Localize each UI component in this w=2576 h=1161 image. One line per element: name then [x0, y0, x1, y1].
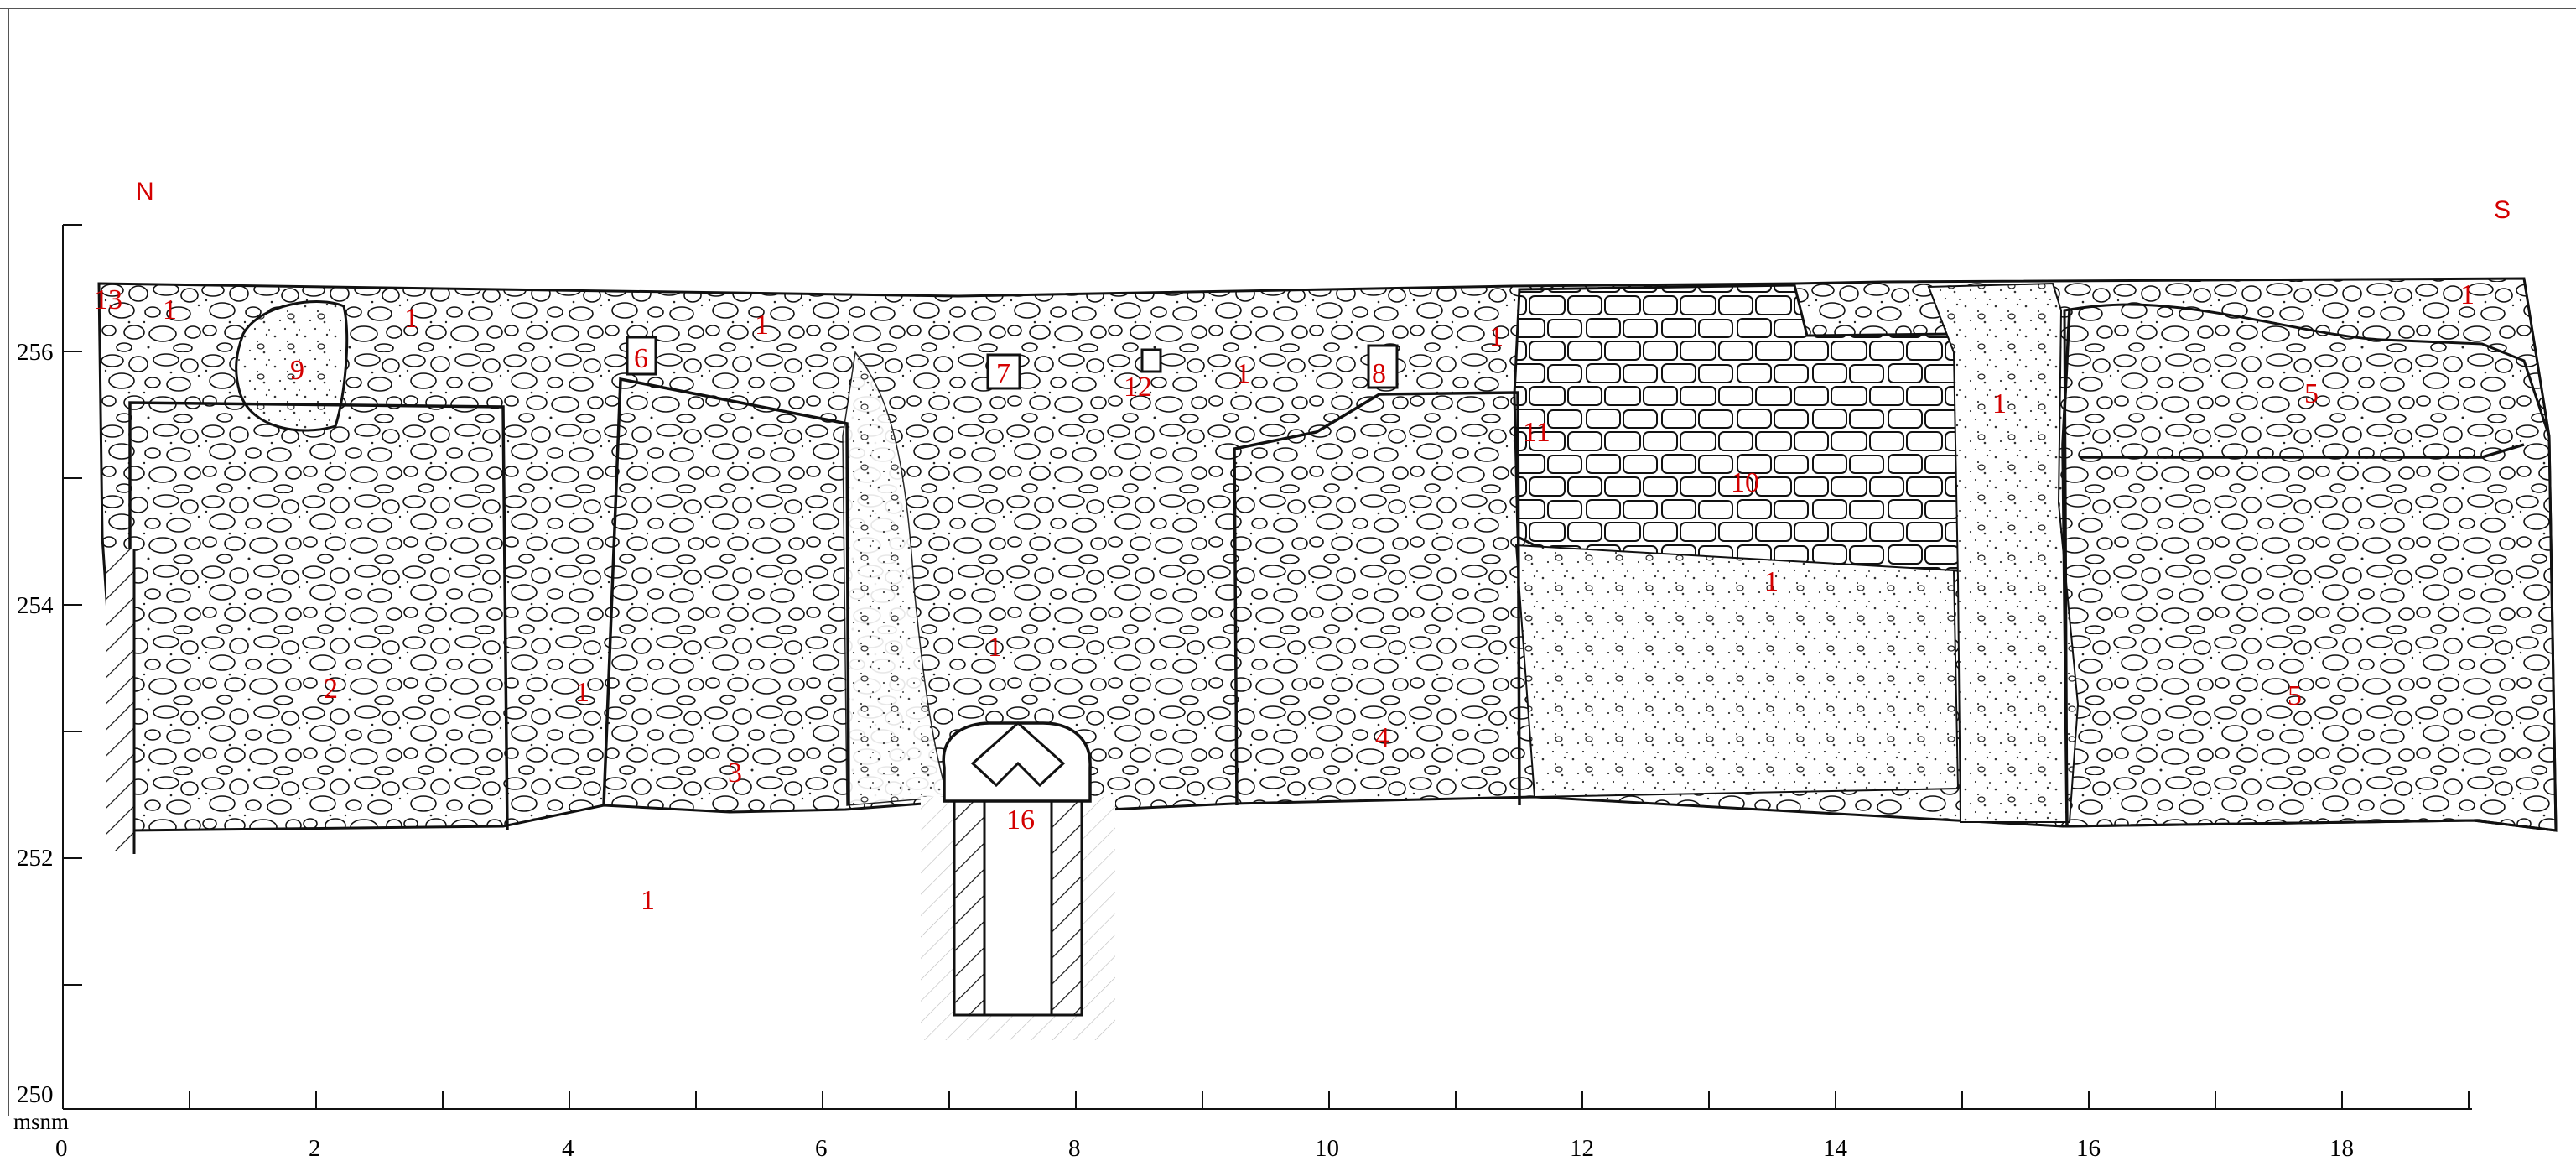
y-axis: [62, 224, 82, 1109]
x-tick-10: 10: [1315, 1135, 1339, 1161]
unit-labels: 13 1 9 1 6 1 7 12 1 8 1 11 10 1 5 1 1 2 …: [94, 279, 2475, 916]
frame: [0, 8, 2576, 1116]
unit-label-5: 5: [2288, 680, 2302, 711]
feature-7: [986, 353, 1021, 390]
y-tick-252: 252: [17, 845, 54, 872]
feature-6: [626, 336, 657, 376]
south-label: S: [2494, 196, 2511, 224]
unit-label-10: 10: [1731, 467, 1759, 498]
unit-label-1: 1: [641, 885, 655, 916]
x-tick-4: 4: [562, 1135, 574, 1161]
pit-16: [921, 721, 1115, 1040]
unit-label-6: 6: [634, 343, 648, 374]
x-tick-6: 6: [815, 1135, 828, 1161]
deposit-9: [235, 300, 349, 432]
y-tick-250: 250: [17, 1081, 54, 1108]
left-boundary: [106, 549, 136, 854]
x-tick-2: 2: [309, 1135, 321, 1161]
x-axis: [62, 1091, 2472, 1110]
deposit-1-center: [842, 351, 948, 806]
unit-label-1: 1: [2460, 279, 2475, 310]
unit-label-12: 12: [1124, 372, 1152, 403]
section-body: [97, 277, 2558, 832]
x-tick-0: 0: [55, 1135, 68, 1161]
deposit-1-lower: [1514, 544, 1960, 799]
unit-label-2: 2: [324, 674, 338, 705]
unit-label-1: 1: [1764, 566, 1779, 597]
section-outline: [97, 277, 2558, 832]
y-tick-254: 254: [17, 592, 54, 619]
wall-5-outline: [2063, 303, 2558, 832]
unit-label-1: 1: [1236, 358, 1250, 389]
y-axis-unit: msnm: [13, 1109, 69, 1134]
unit-label-1: 1: [988, 632, 1002, 663]
x-tick-8: 8: [1068, 1135, 1081, 1161]
unit-label-1: 1: [755, 310, 769, 341]
unit-label-1: 1: [575, 677, 589, 708]
x-tick-18: 18: [2329, 1135, 2354, 1161]
north-label: N: [136, 178, 154, 206]
unit-label-5: 5: [2304, 378, 2319, 409]
unit-label-4: 4: [1375, 722, 1389, 753]
feature-8: [1367, 344, 1399, 389]
unit-label-1: 1: [163, 294, 177, 325]
x-tick-14: 14: [1823, 1135, 1848, 1161]
unit-label-3: 3: [728, 758, 742, 789]
unit-label-1: 1: [404, 303, 418, 334]
small-features: [626, 336, 1399, 390]
unit-label-11: 11: [1523, 417, 1550, 448]
unit-label-1: 1: [1992, 388, 2007, 419]
unit-label-16: 16: [1006, 804, 1035, 836]
unit-label-13: 13: [94, 284, 122, 315]
x-tick-12: 12: [1570, 1135, 1594, 1161]
feature-12: [1140, 348, 1162, 373]
unit-label-1: 1: [1489, 321, 1504, 352]
deposit-1-open: [1927, 282, 2080, 823]
unit-label-8: 8: [1372, 358, 1386, 389]
unit-label-9: 9: [290, 355, 304, 386]
unit-label-7: 7: [996, 358, 1010, 389]
x-tick-16: 16: [2076, 1135, 2101, 1161]
y-tick-256: 256: [17, 339, 54, 366]
